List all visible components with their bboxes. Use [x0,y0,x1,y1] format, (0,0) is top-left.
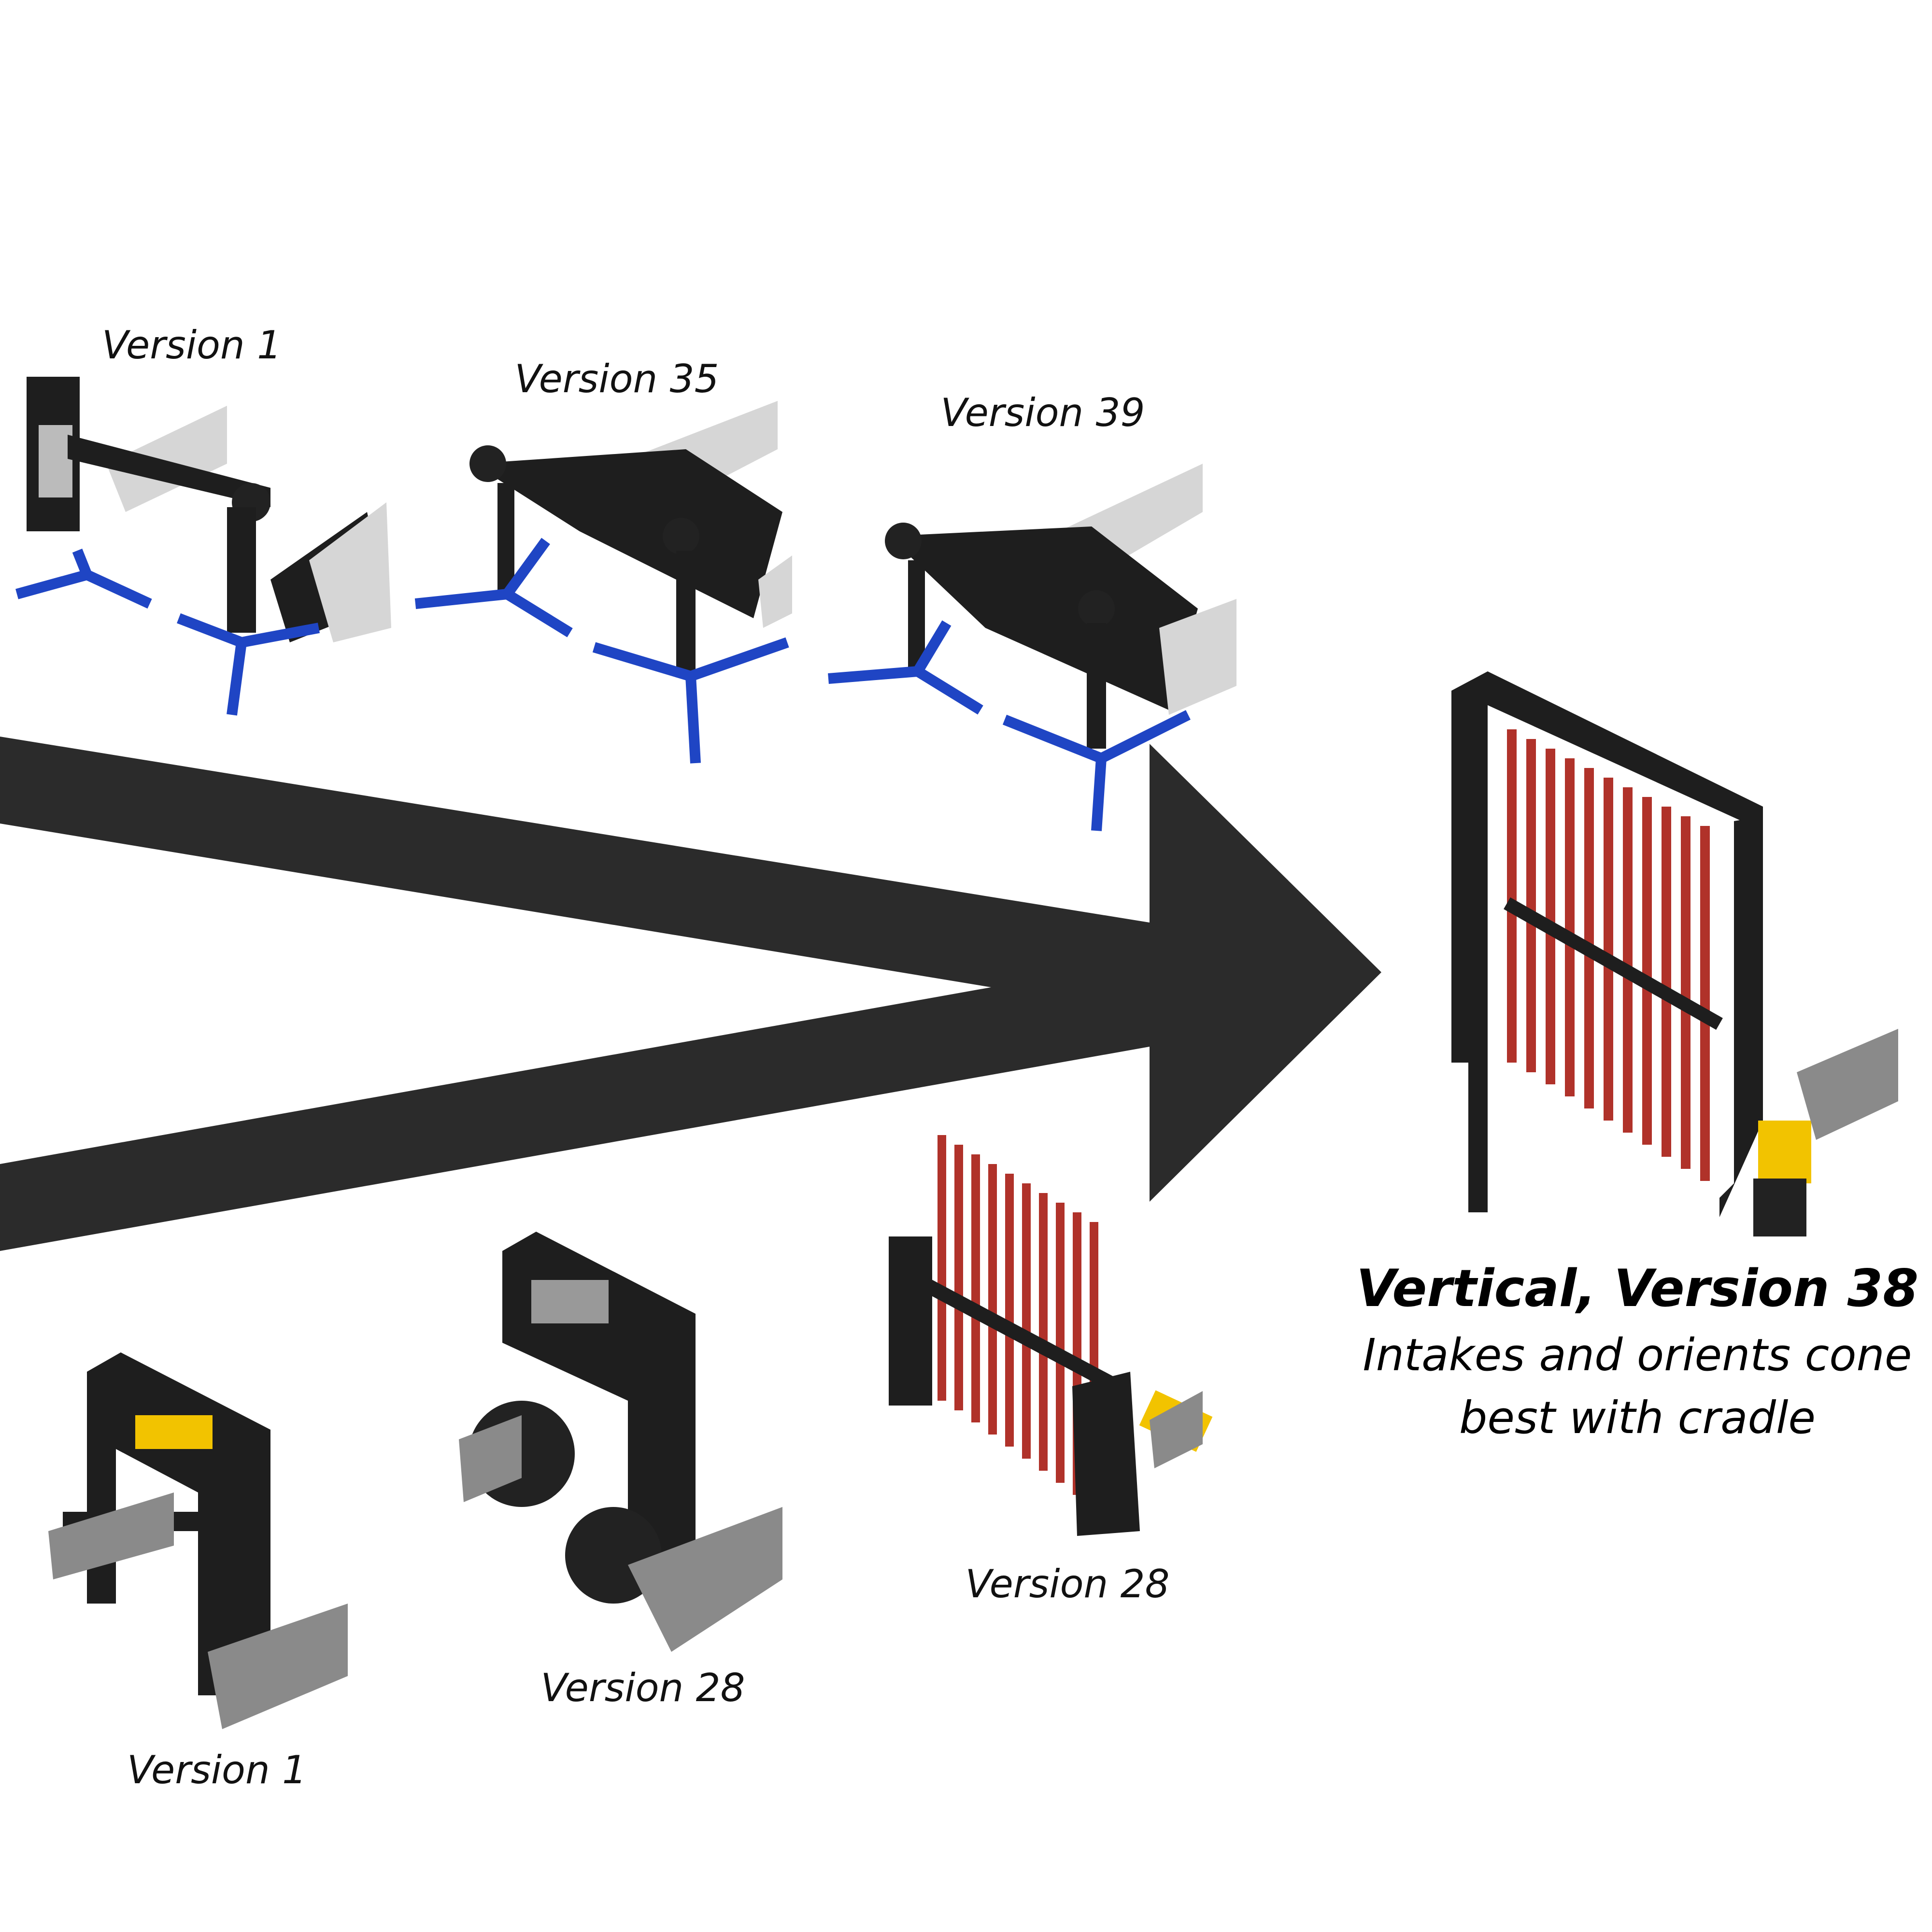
final-design-subtitle-line-1: Intakes and orients cone [1363,1329,1912,1381]
render-top-version-39 [828,464,1236,831]
final-design-subtitle-line-2: best with cradle [1459,1392,1816,1444]
render-top-version-1 [15,377,391,716]
render-top-version-35 [414,401,792,764]
render-bottom-version-28-rollers [889,1135,1213,1536]
label-bottom-version-28-rollers: Version 28 [965,1562,1170,1606]
label-top-version-1: Version 1 [101,323,282,368]
label-bottom-version-1: Version 1 [127,1747,307,1792]
render-bottom-version-1 [48,1352,348,1729]
progress-arrow [0,737,1381,1251]
label-top-version-35: Version 35 [514,356,719,401]
final-design-title: Vertical, Version 38 [1356,1259,1918,1318]
render-bottom-version-28-gear [459,1232,782,1652]
label-top-version-39: Version 39 [940,390,1145,435]
render-final-vertical-version-38 [1451,671,1898,1236]
label-bottom-version-28-gear: Version 28 [540,1665,745,1710]
